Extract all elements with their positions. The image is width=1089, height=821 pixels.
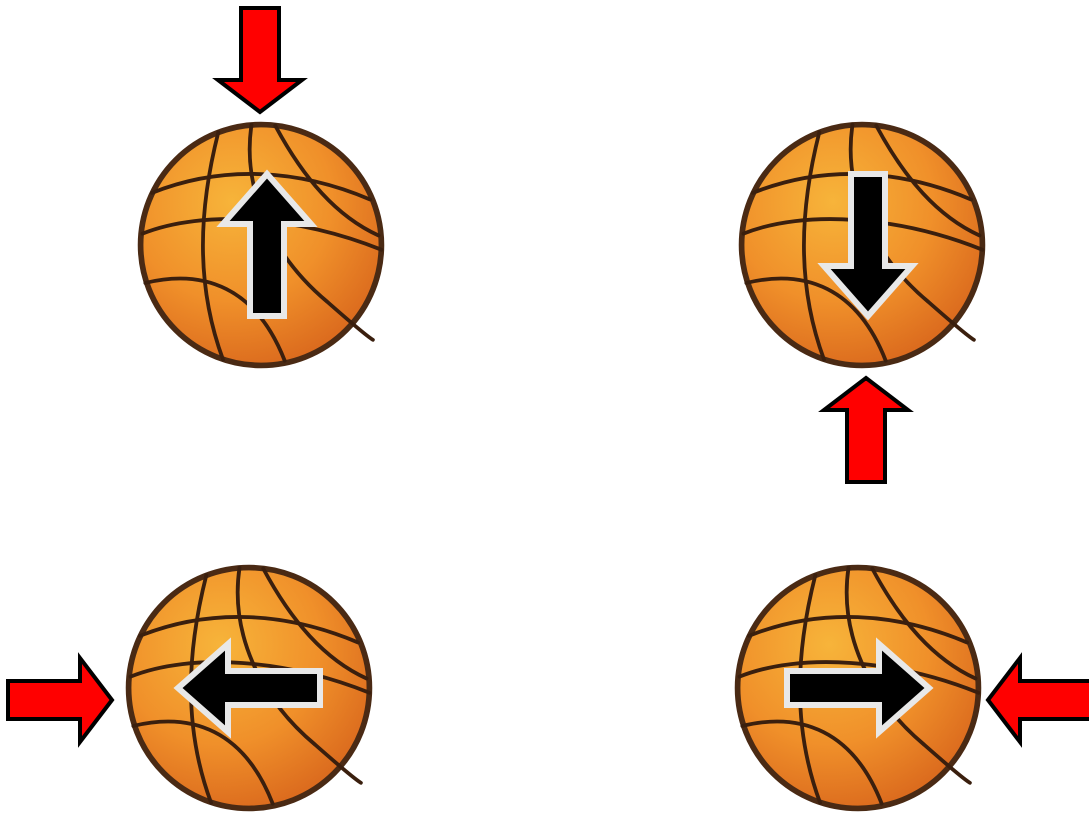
panel-top-left <box>141 8 382 365</box>
panel-bottom-right <box>738 568 1089 809</box>
panel-bottom-left <box>8 568 369 809</box>
red-arrow-right-icon <box>8 658 112 742</box>
red-arrow-down-icon <box>218 8 302 112</box>
panel-top-right <box>742 125 983 482</box>
red-arrow-up-icon <box>824 378 908 482</box>
red-arrow-left-icon <box>988 658 1089 742</box>
